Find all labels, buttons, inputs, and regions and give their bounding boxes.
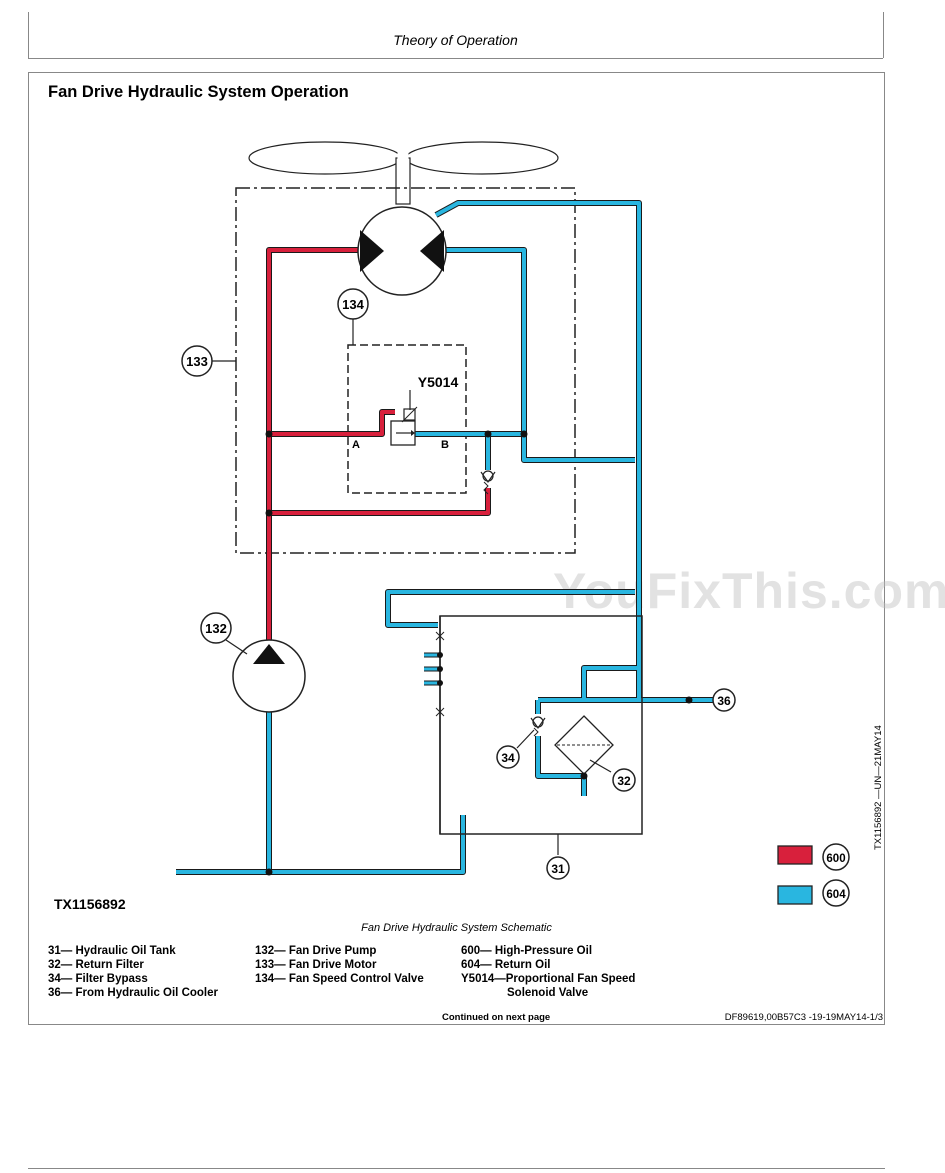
filter-bypass-icon [530, 714, 546, 737]
svg-text:133: 133 [186, 354, 208, 369]
port-a-label: A [352, 439, 360, 451]
svg-text:132: 132 [205, 621, 227, 636]
legend-item: 32— Return Filter [48, 959, 144, 971]
fan-icon [248, 141, 559, 205]
fan-drive-motor-boundary [235, 187, 576, 554]
header-left-edge [28, 12, 29, 58]
svg-text:31: 31 [551, 862, 565, 876]
figure-vertical-reference: TX1156892 —UN—21MAY14 [873, 725, 884, 850]
callout-34: 34 [496, 745, 520, 769]
svg-text:32: 32 [617, 774, 631, 788]
legend-item: 34— Filter Bypass [48, 973, 148, 985]
return-filter-icon [554, 715, 614, 775]
legend-return-oil: 604 [777, 879, 850, 907]
callout-32: 32 [612, 768, 636, 792]
legend-item: 134— Fan Speed Control Valve [255, 973, 424, 985]
return-oil-lines [176, 200, 714, 875]
content-frame [28, 72, 885, 1025]
leader-lines [212, 318, 612, 855]
legend-item: 133— Fan Drive Motor [255, 959, 377, 971]
legend-item: Solenoid Valve [507, 987, 589, 999]
legend-item: Y5014—Proportional Fan Speed [461, 973, 636, 985]
legend-high-pressure: 600 [777, 843, 850, 871]
legend-item: 31— Hydraulic Oil Tank [48, 945, 176, 957]
check-valve-icon [480, 470, 496, 495]
legend-column-1: 31— Hydraulic Oil Tank 32— Return Filter… [48, 944, 218, 1000]
figure-id: TX1156892 [54, 896, 126, 912]
callout-133: 133 [181, 345, 213, 377]
legend-item: 604— Return Oil [461, 959, 551, 971]
callout-36: 36 [712, 688, 736, 712]
svg-text:134: 134 [342, 297, 364, 312]
fan-drive-pump-icon [232, 639, 306, 713]
bottom-rule [28, 1168, 885, 1169]
callout-132: 132 [200, 612, 232, 644]
legend-item: 36— From Hydraulic Oil Cooler [48, 987, 218, 999]
section-title: Fan Drive Hydraulic System Operation [48, 83, 349, 101]
svg-text:600: 600 [826, 853, 845, 865]
control-valve-boundary [347, 344, 467, 494]
legend-item: 600— High-Pressure Oil [461, 945, 593, 957]
document-reference: DF89619,00B57C3 -19-19MAY14-1/3 [724, 1012, 883, 1023]
legend-column-2: 132— Fan Drive Pump 133— Fan Drive Motor… [255, 944, 424, 986]
callout-31: 31 [546, 856, 570, 880]
junction-dots [265, 430, 693, 876]
high-pressure-lines [266, 247, 491, 645]
valve-label: Y5014 [418, 374, 459, 390]
figure-caption: Fan Drive Hydraulic System Schematic [361, 922, 552, 934]
callout-134: 134 [337, 288, 369, 320]
svg-text:604: 604 [826, 889, 846, 901]
port-b-label: B [441, 439, 449, 451]
fan-drive-motor-icon [357, 206, 447, 296]
header-right-edge [883, 12, 884, 58]
svg-text:36: 36 [717, 694, 731, 708]
header-rule [28, 58, 883, 59]
page-header-title: Theory of Operation [393, 32, 518, 48]
solenoid-valve-icon [390, 406, 418, 446]
continued-note: Continued on next page [442, 1012, 551, 1023]
legend-item: 132— Fan Drive Pump [255, 945, 377, 957]
svg-text:34: 34 [501, 751, 515, 765]
tank-port-marks [435, 631, 445, 717]
legend-column-3: 600— High-Pressure Oil 604— Return Oil Y… [461, 944, 635, 1000]
